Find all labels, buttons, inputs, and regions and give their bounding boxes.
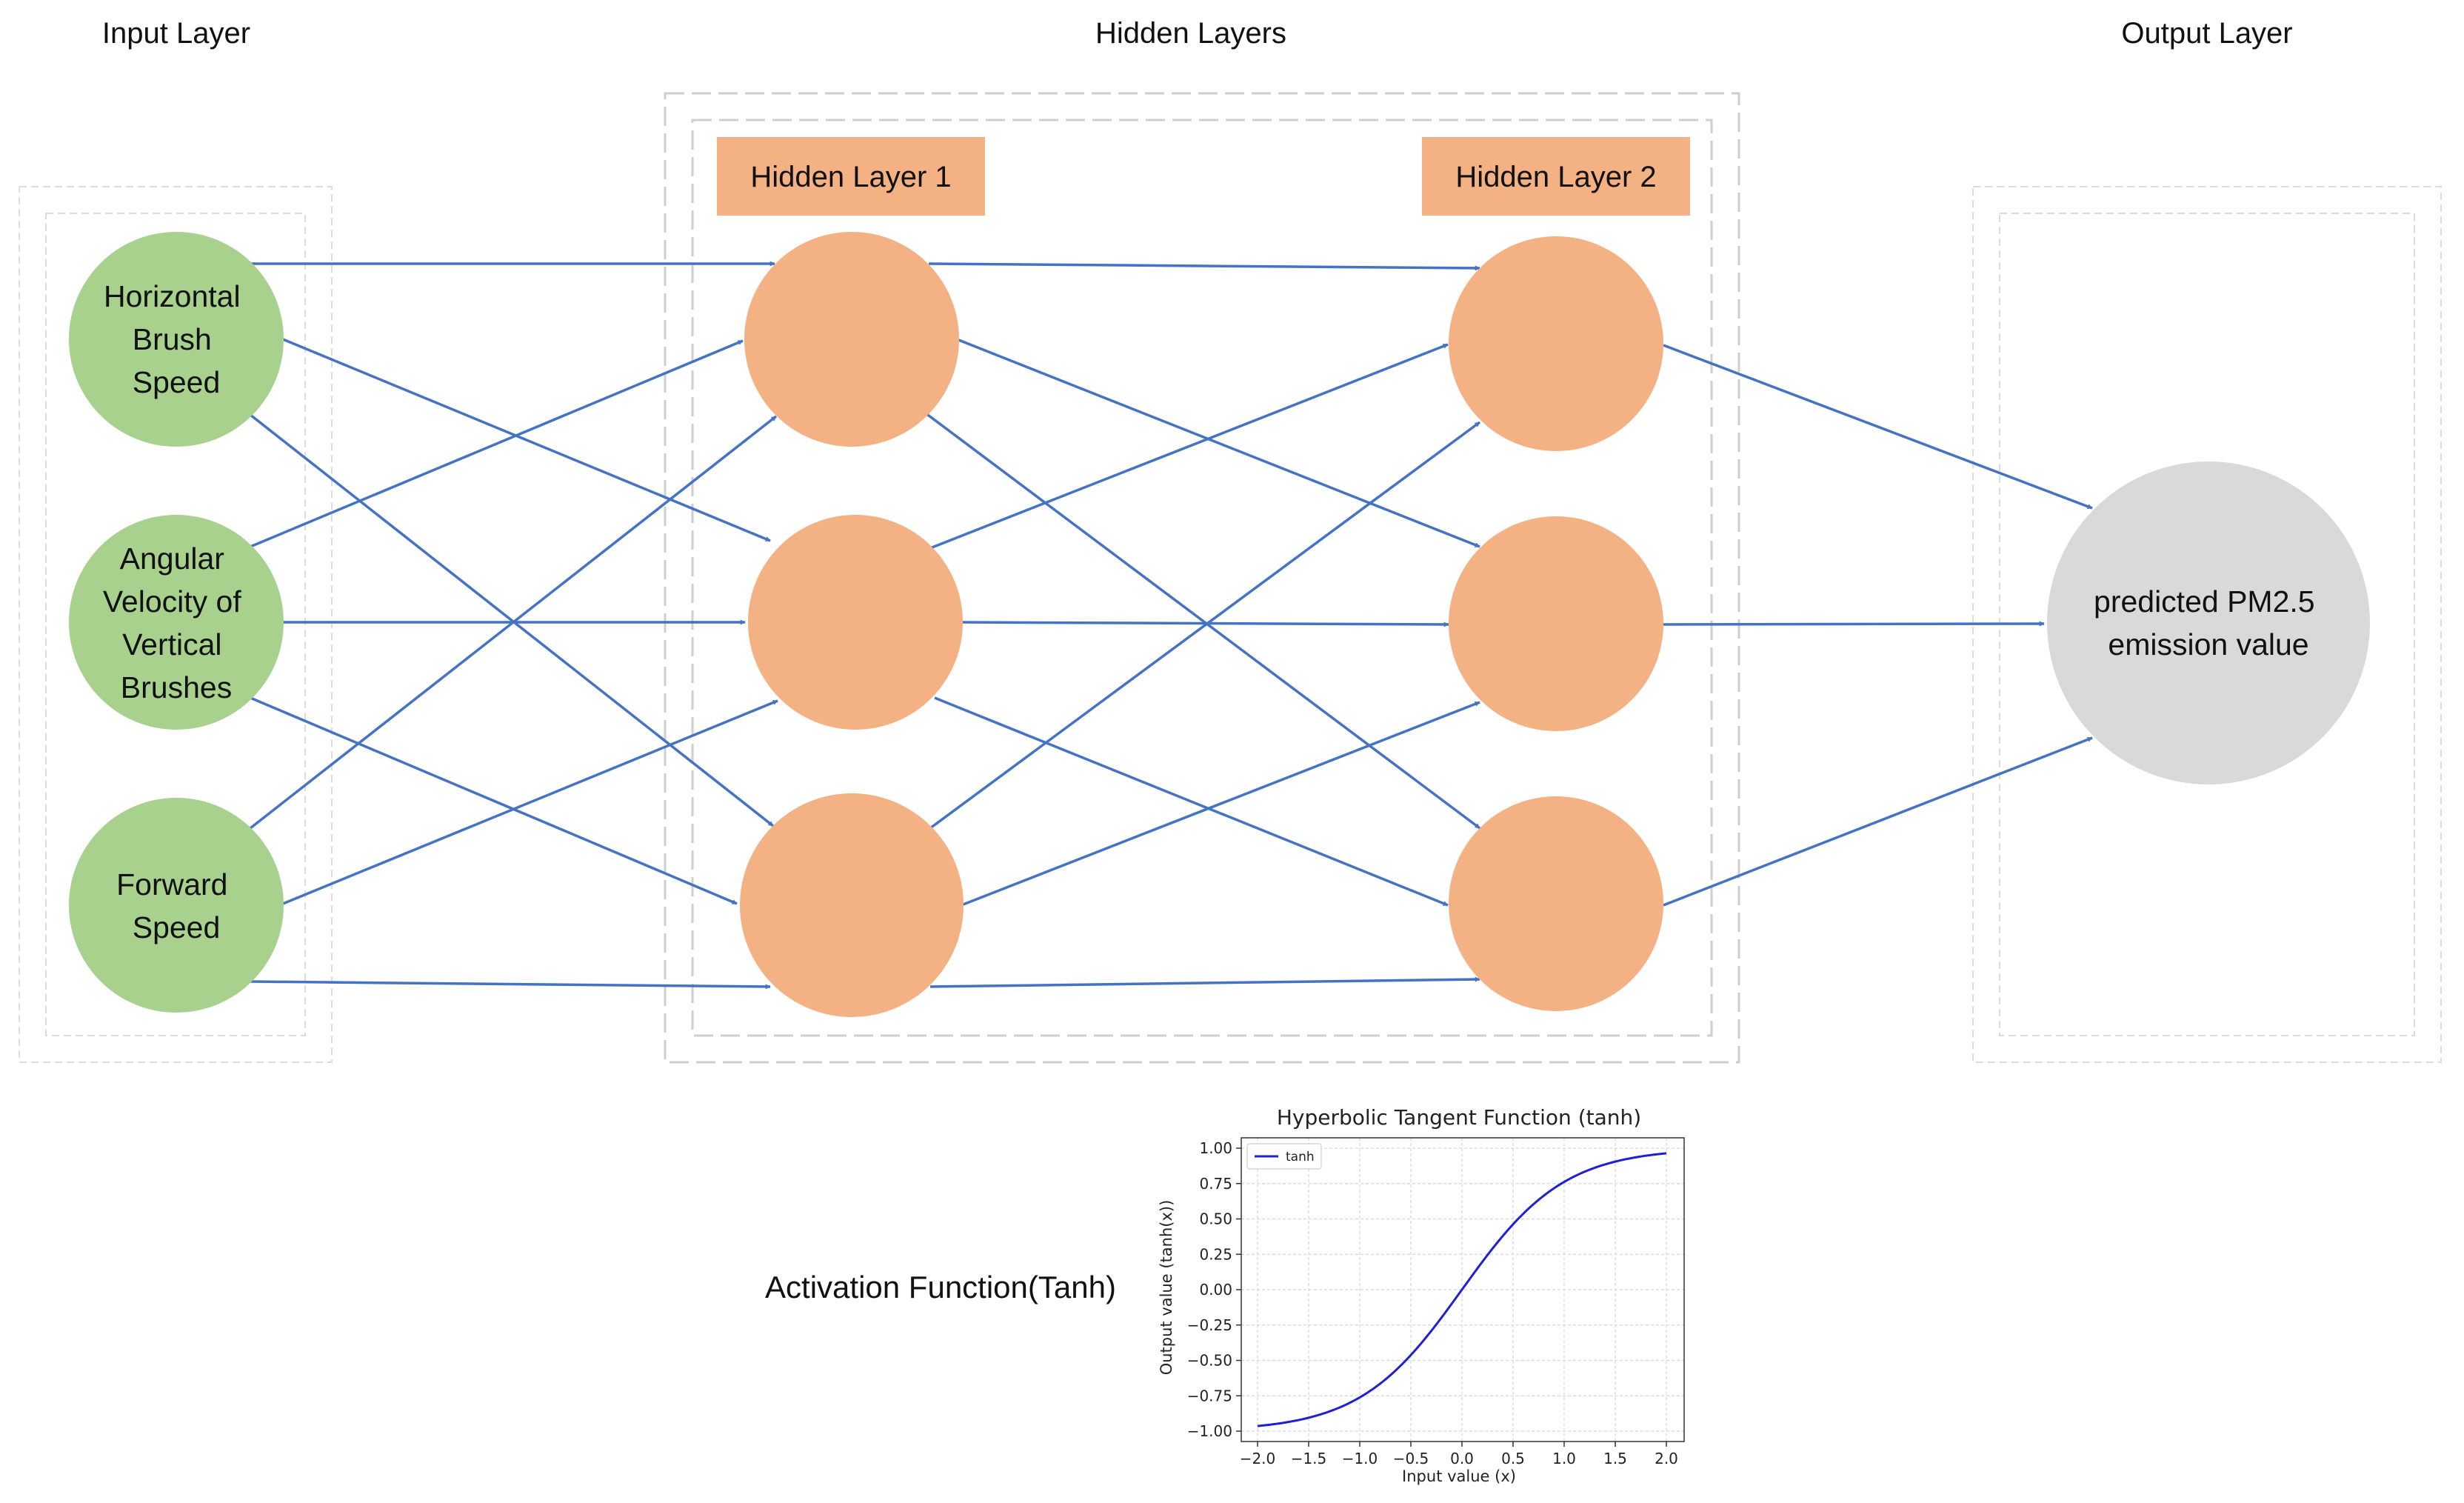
output-node-label: predicted PM2.5 emission value <box>2094 584 2323 661</box>
y-tick-label: −1.00 <box>1187 1422 1232 1440</box>
chart-title: Hyperbolic Tangent Function (tanh) <box>1277 1105 1641 1130</box>
edge-h1a-h2a <box>928 262 1480 271</box>
x-tick-label: −1.0 <box>1342 1450 1378 1467</box>
y-tick-label: −0.25 <box>1187 1316 1232 1334</box>
output-layer-header: Output Layer <box>2121 17 2292 50</box>
y-tick-label: 0.75 <box>1199 1175 1232 1193</box>
edge-i3-h1c <box>250 980 771 990</box>
edge-h1b-h2b <box>961 621 1449 627</box>
hidden2-node-3 <box>1449 796 1663 1011</box>
edge-i3-h1b <box>282 699 778 905</box>
hidden-frame-outer <box>664 92 1740 1064</box>
edge-i3-h1a <box>249 415 778 830</box>
hidden-frame-inner <box>691 119 1713 1037</box>
y-tick-label: 0.25 <box>1199 1245 1232 1263</box>
edge-h1a-h2c <box>924 412 1481 830</box>
hidden1-node-3 <box>740 793 964 1017</box>
edge-i1-h1c <box>249 413 775 827</box>
edge-h1c-h2c <box>929 976 1480 988</box>
x-tick-label: 0.5 <box>1501 1450 1525 1467</box>
x-tick-label: 1.5 <box>1603 1450 1627 1467</box>
chart-ticks: −2.0 −1.5 −1.0 −0.5 0.0 0.5 1.0 1.5 2.0 1.00 0.75 0… <box>1187 1139 1678 1467</box>
y-tick-label: 1.00 <box>1199 1139 1232 1157</box>
x-tick-label: 2.0 <box>1655 1450 1678 1467</box>
y-tick-label: 0.00 <box>1199 1281 1232 1299</box>
edge-i1-h1b <box>282 338 771 542</box>
x-tick-label: 1.0 <box>1552 1450 1576 1467</box>
edge-i2-h1c <box>250 696 738 905</box>
edge-i2-h1a <box>250 339 744 548</box>
hidden-layer-2-box <box>1422 137 1690 216</box>
hidden1-node-2 <box>748 515 963 730</box>
hidden2-node-1 <box>1449 236 1663 451</box>
hidden-layer-2-title: Hidden Layer 2 <box>1455 161 1656 193</box>
x-tick-label: 0.0 <box>1450 1450 1474 1467</box>
edge-h1a-h2b <box>956 338 1480 548</box>
hidden-layer-1-box <box>717 137 985 216</box>
edge-h1c-h2a <box>929 421 1481 830</box>
edge-h2a-out <box>1663 344 2093 510</box>
connections <box>249 261 2093 990</box>
input-node-horizontal-brush-speed <box>69 232 284 447</box>
edge-h1b-h2c <box>934 696 1449 907</box>
chart-ylabel: Output value (tanh(x)) <box>1158 1200 1175 1376</box>
y-tick-label: 0.50 <box>1199 1210 1232 1228</box>
edge-h1b-h2a <box>929 343 1449 550</box>
x-tick-label: −0.5 <box>1393 1450 1429 1467</box>
output-frame-outer <box>1972 186 2442 1063</box>
chart-legend: tanh <box>1246 1143 1322 1170</box>
hidden2-node-2 <box>1449 516 1663 731</box>
output-node <box>2047 461 2370 784</box>
edge-h2c-out <box>1663 736 2093 907</box>
chart-plot-area <box>1241 1137 1685 1442</box>
input-node-1-label: Horizontal Brush Speed <box>104 279 249 399</box>
y-tick-label: −0.50 <box>1187 1352 1232 1370</box>
x-tick-label: −2.0 <box>1240 1450 1276 1467</box>
input-node-2-label: Angular Velocity of Vertical Brushes <box>103 541 250 704</box>
hidden-layers-header: Hidden Layers <box>1095 17 1286 50</box>
hidden-layer-1-nodes <box>740 232 964 1017</box>
x-tick-label: −1.5 <box>1291 1450 1327 1467</box>
input-node-3-label: Forward Speed <box>116 867 236 944</box>
legend-label-tanh: tanh <box>1286 1150 1315 1164</box>
hidden1-node-1 <box>744 232 959 447</box>
hidden-layer-1-title: Hidden Layer 1 <box>750 161 951 193</box>
y-tick-label: −0.75 <box>1187 1387 1232 1404</box>
input-frame-inner <box>45 213 306 1036</box>
chart-series <box>1257 1152 1667 1427</box>
chart-grid <box>1241 1138 1684 1442</box>
chart-xlabel: Input value (x) <box>1402 1467 1516 1485</box>
hidden-layer-2-nodes <box>1449 236 1663 1011</box>
input-nodes: Horizontal Brush Speed Angular Velocity … <box>69 232 284 1013</box>
tanh-chart: Hyperbolic Tangent Function (tanh) Input… <box>1158 1105 1685 1485</box>
legend-box <box>1246 1143 1322 1170</box>
edge-h1c-h2b <box>961 701 1480 907</box>
input-node-forward-speed <box>69 798 284 1013</box>
input-frame-outer <box>19 186 333 1063</box>
input-layer-header: Input Layer <box>102 17 250 50</box>
layer-frames <box>19 92 2442 1064</box>
input-node-angular-velocity <box>69 515 284 730</box>
activation-function-label: Activation Function(Tanh) <box>765 1270 1116 1304</box>
